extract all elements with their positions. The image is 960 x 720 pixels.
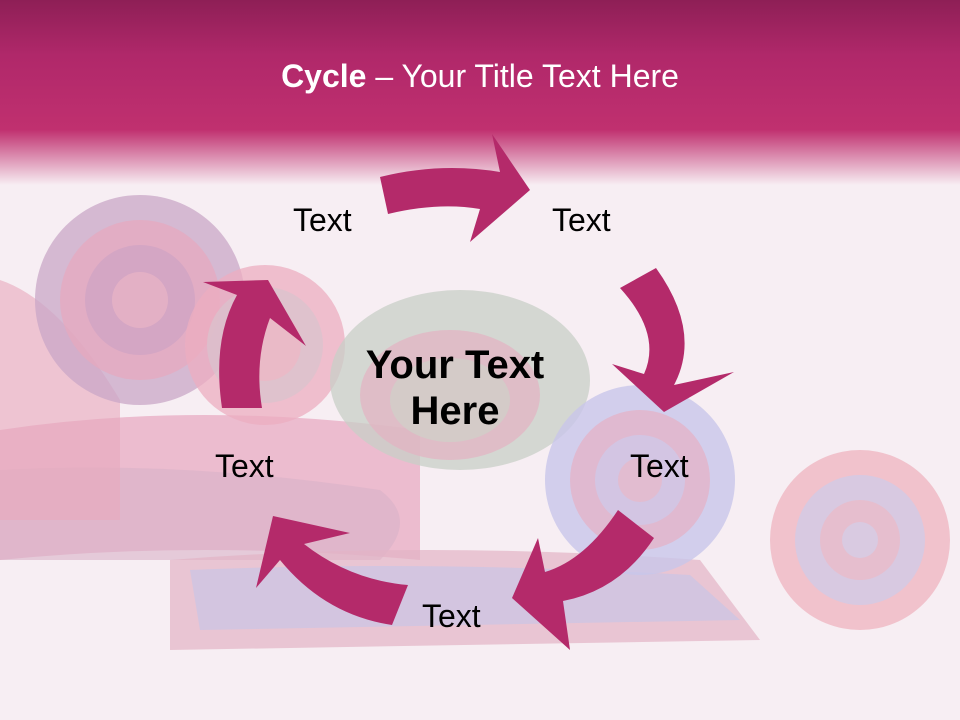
title-bar [0,0,960,185]
cycle-item-1: Text [293,202,352,238]
arrow-left [203,280,306,408]
cycle-item-5: Text [215,448,274,484]
slide-title: Cycle – Your Title Text Here [281,58,679,94]
arrow-bottom-left [256,516,408,625]
cycle-item-4: Text [422,598,481,634]
arrow-bottom-right [512,510,654,650]
cycle-item-2: Text [552,202,611,238]
center-text: Your Text Here [330,342,580,434]
cycle-item-3: Text [630,448,689,484]
center-text-line-1: Your Text [365,343,545,387]
arrow-right [612,268,734,412]
arrow-top [380,134,530,242]
center-text-line-2: Here [410,389,500,433]
